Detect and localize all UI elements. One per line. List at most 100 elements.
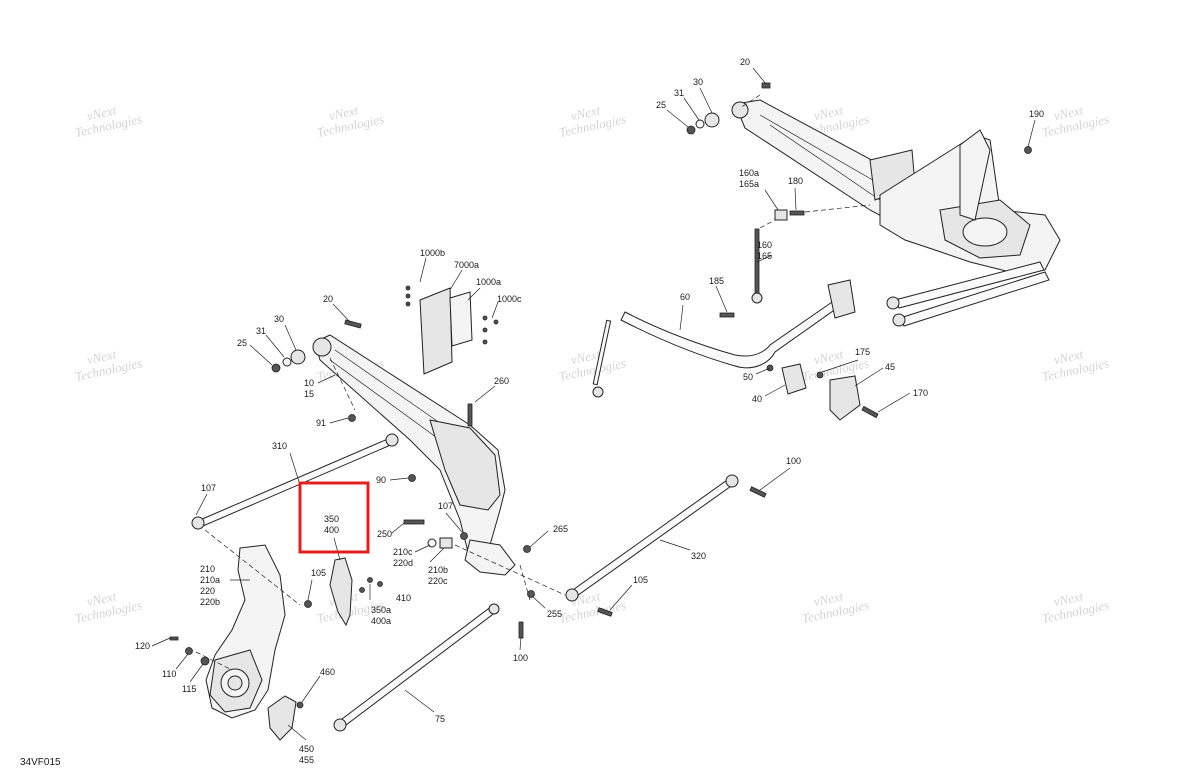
- leader: [877, 392, 911, 413]
- leader: [519, 636, 522, 651]
- nut-25-upper: [686, 125, 696, 135]
- trailing-arm-left-edge: [329, 349, 451, 441]
- screw-410: [359, 587, 365, 593]
- callout-25-left: 25: [237, 338, 247, 348]
- rivet-1000c: [493, 319, 499, 325]
- watermark-line1: vNext: [1052, 346, 1084, 367]
- leader: [419, 257, 427, 283]
- callout-30-left: 30: [274, 314, 284, 324]
- nut-105-left: [304, 600, 312, 608]
- leader: [764, 384, 786, 397]
- leader: [1027, 119, 1036, 148]
- watermark-line1: vNext: [85, 588, 117, 609]
- leader: [429, 547, 445, 563]
- watermark: vNext Technologies: [558, 346, 628, 384]
- oring-31-upper: [695, 119, 705, 129]
- callout-175: 175: [855, 347, 870, 357]
- link-160-end: [751, 292, 763, 304]
- callout-450: 450: [299, 744, 314, 754]
- callout-250: 250: [377, 529, 392, 539]
- bushing-clamp-40: [781, 363, 807, 395]
- bolt-185: [719, 312, 735, 318]
- leader: [715, 285, 728, 313]
- callout-107: 107: [201, 483, 216, 493]
- callout-165: 165: [757, 251, 772, 261]
- callout-190: 190: [1029, 109, 1044, 119]
- bolt-260: [467, 403, 473, 427]
- leader: [474, 385, 496, 403]
- callout-455: 455: [299, 755, 314, 765]
- leader-lines: [151, 67, 1036, 741]
- mud-guard-7000a: [419, 287, 453, 375]
- callout-45: 45: [885, 362, 895, 372]
- leader: [265, 334, 285, 358]
- nut-255: [527, 590, 535, 598]
- screw-410: [377, 581, 383, 587]
- callout-220c: 220c: [428, 576, 448, 586]
- assembly-line: [519, 564, 531, 601]
- bolt-180: [789, 210, 805, 216]
- callout-400: 400: [324, 525, 339, 535]
- callout-20-left: 20: [323, 294, 333, 304]
- callout-labels: 20 30 31 25 190 160a 165a 180 160 165 18…: [135, 57, 1044, 765]
- callout-185: 185: [709, 276, 724, 286]
- watermark-line1: vNext: [1052, 588, 1084, 609]
- callout-75: 75: [435, 714, 445, 724]
- rivet-1000b: [405, 293, 411, 299]
- callout-91: 91: [316, 418, 326, 428]
- callout-105-right: 105: [633, 575, 648, 585]
- leader: [666, 109, 689, 128]
- leader: [284, 324, 297, 351]
- bushing-30-upper: [704, 112, 720, 128]
- leader: [683, 97, 700, 121]
- trailing-arm-left-knuckle-mount: [429, 419, 501, 511]
- leader: [679, 304, 684, 331]
- callout-260: 260: [494, 376, 509, 386]
- nut-190: [1024, 146, 1032, 154]
- screw-410: [367, 577, 373, 583]
- bolt-105-right: [597, 607, 613, 617]
- leader: [755, 367, 771, 375]
- rod-310-end-rear: [385, 433, 399, 447]
- watermark: vNext Technologies: [74, 102, 144, 140]
- mud-guard-bracket-1000a: [449, 291, 473, 347]
- watermark-line1: vNext: [569, 102, 601, 123]
- rod-310-end-front: [191, 516, 205, 530]
- upper-link-right: [959, 129, 991, 221]
- watermark: vNext Technologies: [558, 102, 628, 140]
- callout-350: 350: [324, 514, 339, 524]
- rod-end-right-2: [892, 313, 906, 327]
- callout-1000a: 1000a: [476, 277, 501, 287]
- leader: [391, 522, 405, 534]
- watermark-line1: vNext: [1052, 102, 1084, 123]
- leader: [659, 539, 691, 551]
- callout-220d: 220d: [393, 558, 413, 568]
- callout-15: 15: [304, 389, 314, 399]
- callout-210c: 210c: [393, 547, 413, 557]
- trailing-arm-left-foot: [464, 539, 516, 576]
- callout-255: 255: [547, 609, 562, 619]
- link-320: [565, 474, 767, 617]
- callout-7000a: 7000a: [454, 260, 479, 270]
- bolt-20-left: [344, 319, 362, 329]
- callout-50: 50: [743, 372, 753, 382]
- rod-75-end-front: [333, 718, 347, 732]
- stabilizer-link-end: [592, 386, 604, 398]
- callout-100-right: 100: [786, 456, 801, 466]
- callout-1000c: 1000c: [497, 294, 522, 304]
- leader: [301, 675, 321, 703]
- leader: [491, 301, 499, 319]
- bolt-265: [523, 545, 531, 553]
- nut-110: [185, 647, 193, 655]
- callout-350a: 350a: [371, 605, 391, 615]
- callout-310: 310: [272, 441, 287, 451]
- brake-shield-450: [267, 695, 297, 741]
- bolt-170: [861, 405, 879, 419]
- callout-40: 40: [752, 394, 762, 404]
- stabilizer-link-left: [592, 319, 612, 386]
- callout-110: 110: [162, 669, 176, 679]
- leader: [404, 689, 435, 713]
- highlight-box-350-400[interactable]: [298, 481, 370, 554]
- watermark-line1: vNext: [812, 346, 844, 367]
